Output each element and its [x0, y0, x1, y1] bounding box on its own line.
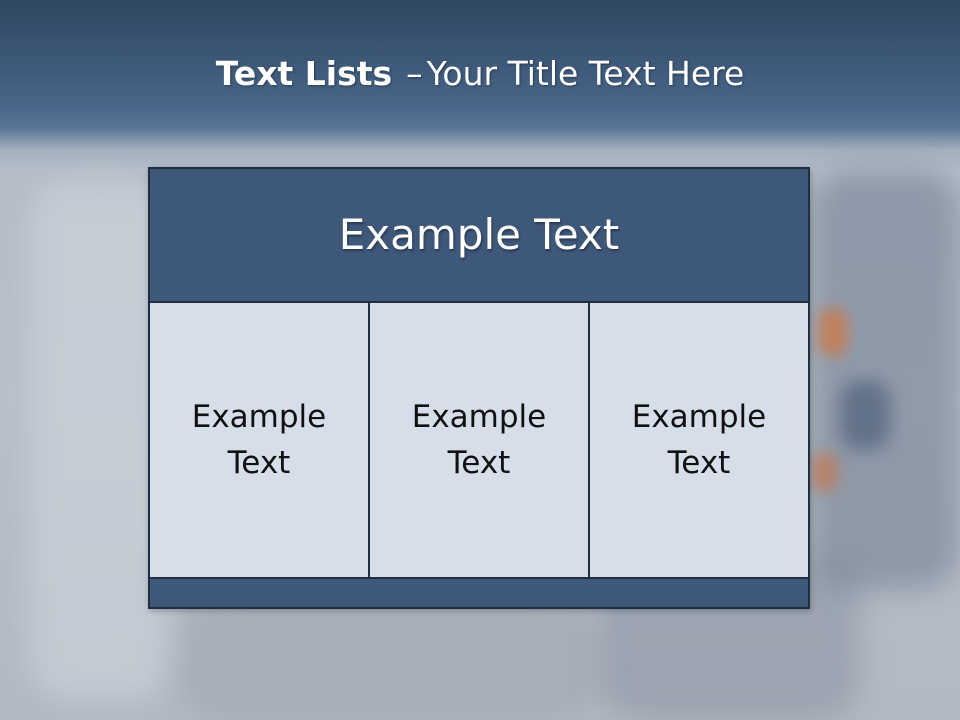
text-list-panel: Example Text Example Text Example Text E… [148, 167, 810, 609]
slide-title: Text Lists–Your Title Text Here [0, 52, 960, 96]
panel-header: Example Text [150, 169, 808, 303]
slide-title-rest: Your Title Text Here [426, 54, 745, 93]
background-blur-shape [840, 380, 890, 450]
panel-column-2: Example Text [370, 303, 590, 577]
panel-columns: Example Text Example Text Example Text [150, 303, 808, 577]
panel-column-1: Example Text [150, 303, 370, 577]
panel-column-text: Example Text [411, 399, 547, 481]
background-blur-shape [180, 600, 600, 720]
background-light-shape [812, 452, 838, 492]
slide-title-bold: Text Lists [215, 54, 393, 93]
panel-column-text: Example Text [191, 399, 327, 481]
panel-footer-bar [150, 577, 808, 607]
background-blur-shape [810, 170, 960, 590]
background-light-shape [818, 308, 848, 356]
panel-column-text: Example Text [631, 399, 767, 481]
panel-column-3: Example Text [590, 303, 808, 577]
slide-title-separator: – [406, 54, 423, 93]
background-blur-shape [30, 180, 170, 700]
